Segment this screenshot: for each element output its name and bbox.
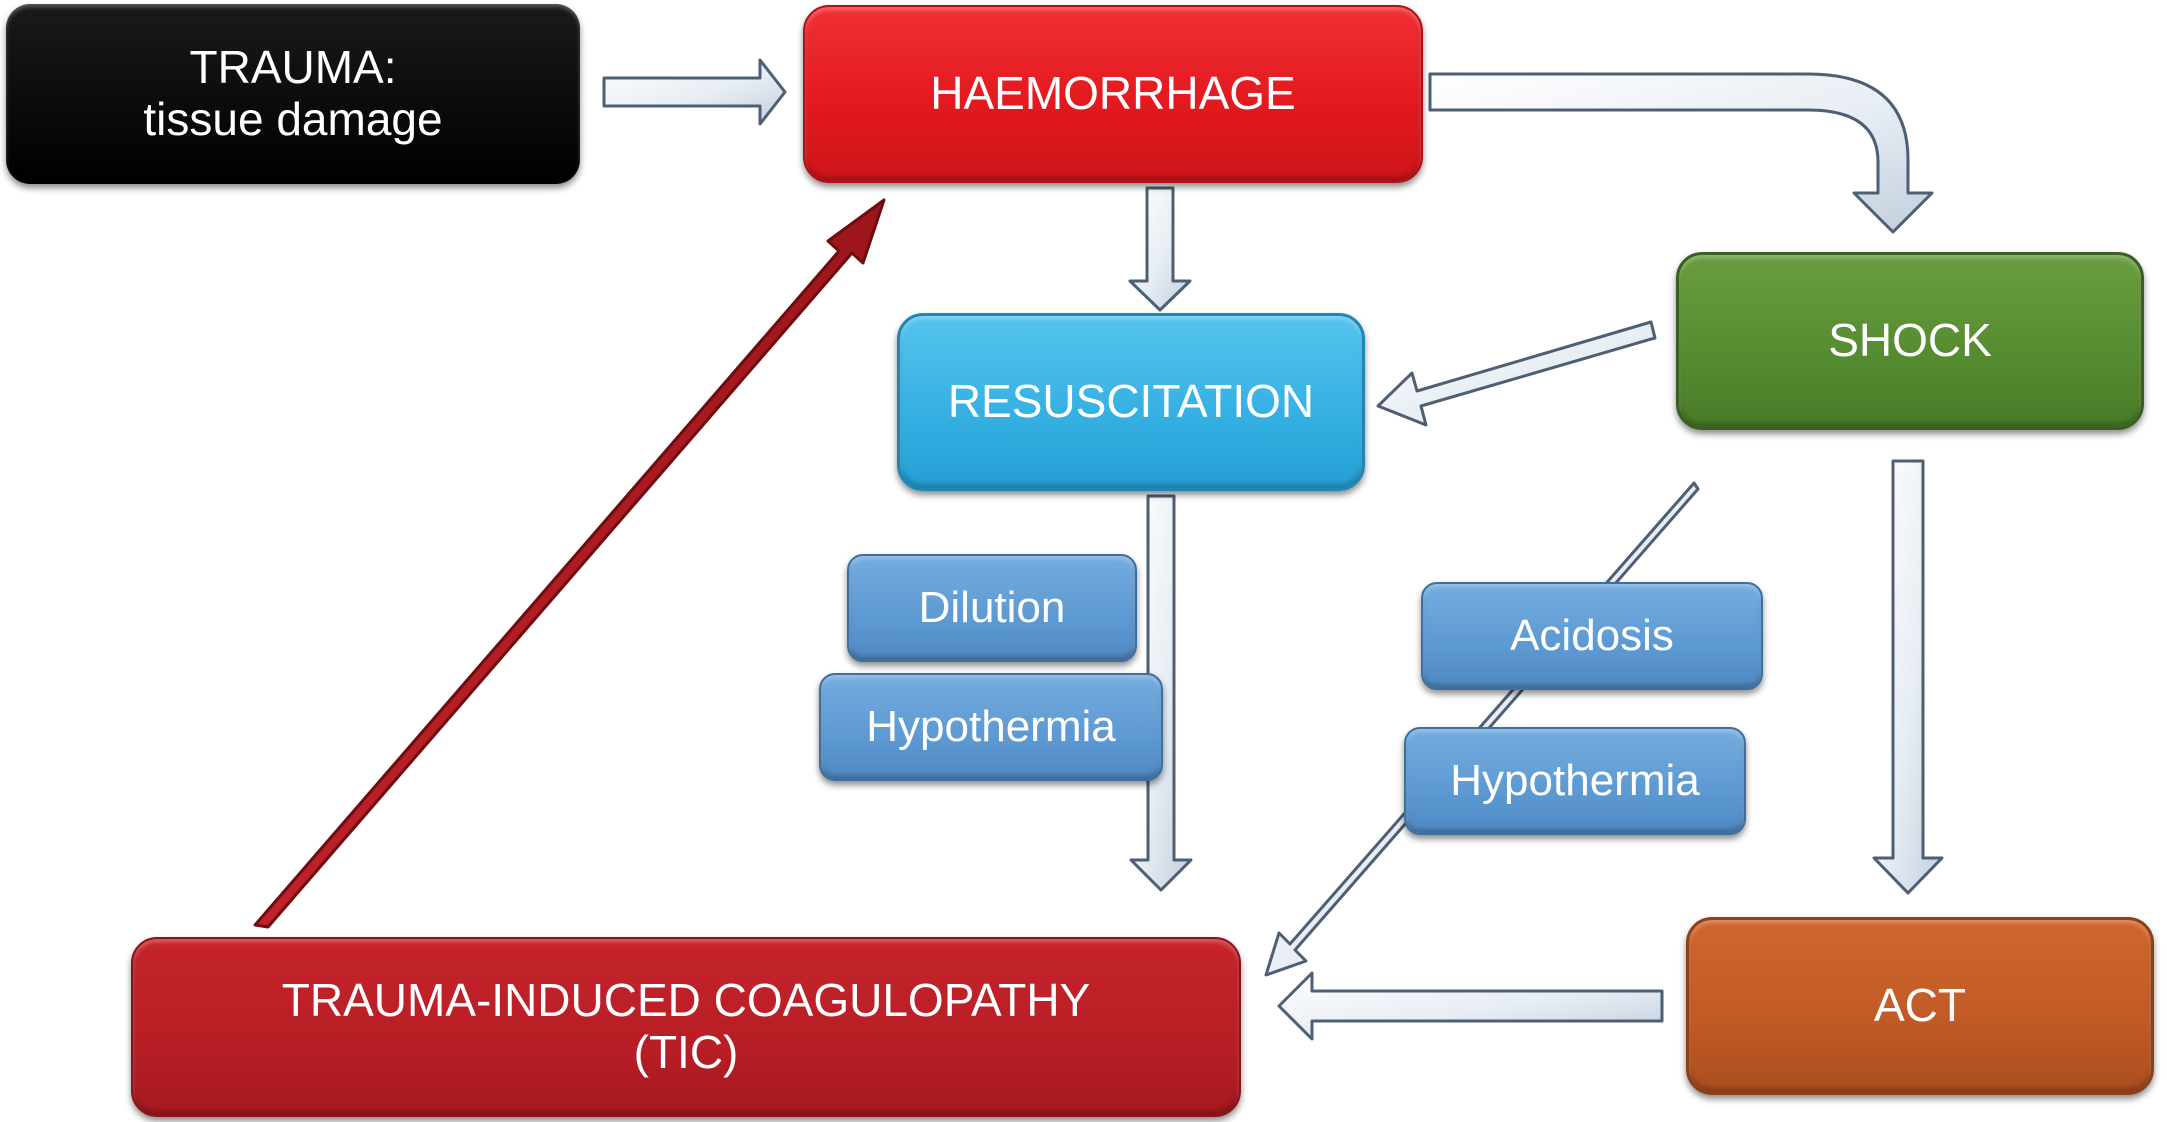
- dilution-label: Dilution: [918, 583, 1066, 633]
- arrow-act-to-tic: [1277, 971, 1664, 1041]
- shock-node: SHOCK: [1676, 252, 2144, 430]
- trauma-label: TRAUMA: tissue damage: [143, 41, 443, 145]
- hypothermia-resuscitation-label: Hypothermia: [866, 702, 1116, 752]
- flow-arrows: [602, 58, 1944, 1041]
- arrow-trauma-to-haemorrhage: [602, 58, 787, 126]
- haemorrhage-label: HAEMORRHAGE: [930, 67, 1296, 120]
- resuscitation-label: RESUSCITATION: [947, 375, 1315, 428]
- dilution-node: Dilution: [847, 554, 1137, 662]
- act-label: ACT: [1874, 979, 1966, 1032]
- trauma-tissue-damage-node: TRAUMA: tissue damage: [6, 4, 580, 184]
- act-node: ACT: [1686, 917, 2154, 1095]
- hypothermia-shock-label: Hypothermia: [1450, 756, 1700, 806]
- arrow-haemorrhage-to-shock: [1428, 72, 1934, 234]
- haemorrhage-node: HAEMORRHAGE: [803, 5, 1423, 183]
- acidosis-label: Acidosis: [1510, 611, 1674, 661]
- hypothermia-shock-node: Hypothermia: [1404, 727, 1746, 835]
- arrow-shock-to-act: [1872, 459, 1944, 895]
- acidosis-node: Acidosis: [1421, 582, 1763, 690]
- arrow-shock-to-resuscitation: [1376, 320, 1657, 427]
- tic-node: TRAUMA-INDUCED COAGULOPATHY (TIC): [131, 937, 1241, 1117]
- hypothermia-resuscitation-node: Hypothermia: [819, 673, 1163, 781]
- arrow-tic-to-haemorrhage: [253, 198, 886, 929]
- tic-label: TRAUMA-INDUCED COAGULOPATHY (TIC): [281, 974, 1091, 1078]
- shock-label: SHOCK: [1828, 314, 1992, 367]
- arrow-haemorrhage-to-resuscitation: [1128, 186, 1192, 312]
- resuscitation-node: RESUSCITATION: [897, 313, 1365, 491]
